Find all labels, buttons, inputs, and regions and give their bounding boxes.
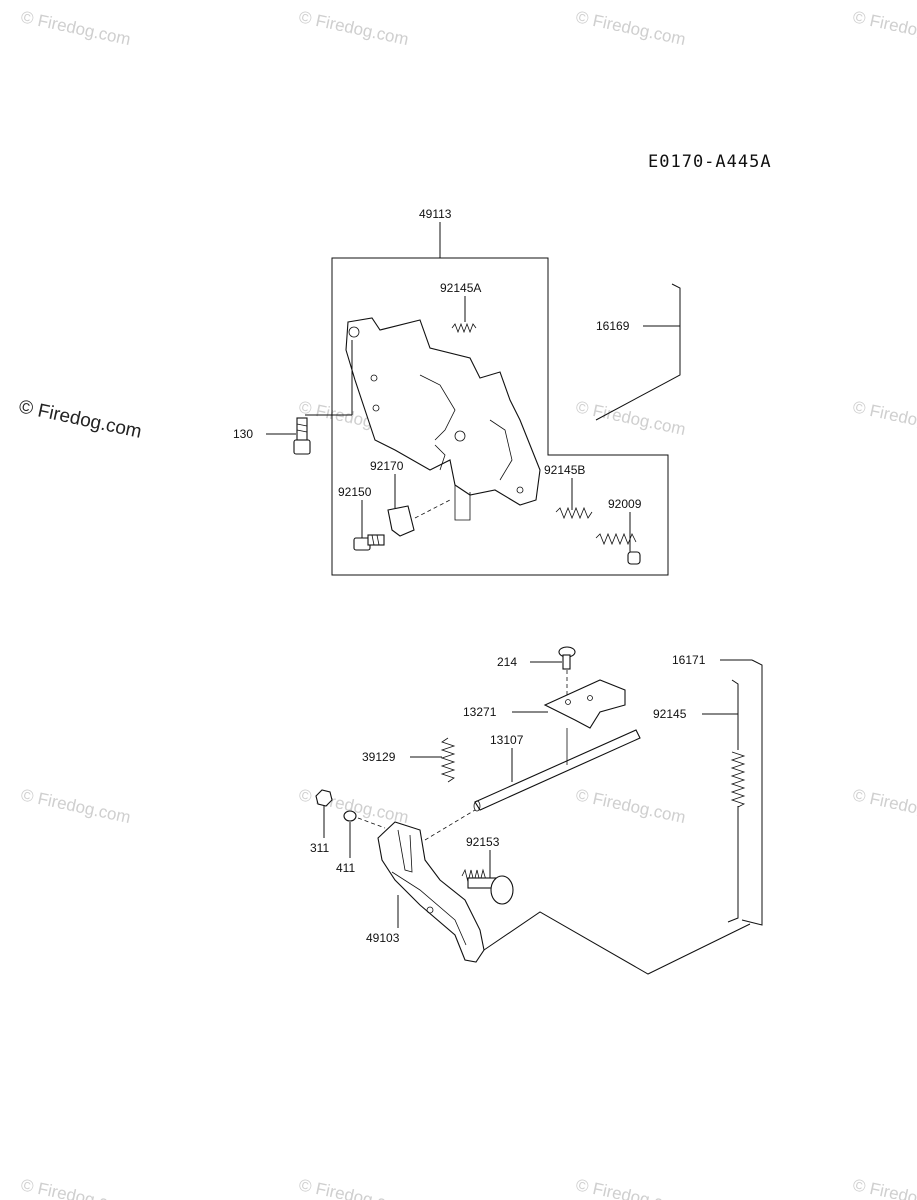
watermark: © Firedog.com [297, 7, 410, 49]
spring-92145 [730, 751, 746, 808]
rod-16169 [595, 283, 681, 421]
shaft-end [473, 800, 481, 812]
control-bracket-part [345, 317, 541, 506]
part-label-130: 130 [233, 427, 253, 441]
diagram-code: E0170-A445A [648, 152, 772, 172]
watermark: © Firedog.com [19, 7, 132, 49]
watermark: © Firedog.com [574, 1175, 687, 1200]
watermark: © Firedog.com [851, 785, 917, 827]
watermark: © Firedog.com [851, 7, 917, 49]
bracket-tab [454, 485, 471, 521]
watermark: © Firedog.com [19, 1175, 132, 1200]
part-label-92009: 92009 [608, 497, 642, 511]
bracket-assembly [266, 222, 681, 576]
part-label-13271: 13271 [463, 705, 497, 719]
part-label-92145b: 92145B [544, 463, 585, 477]
shaft-13107 [474, 729, 641, 811]
bracket-hole [370, 374, 378, 382]
lever-assembly [315, 646, 763, 975]
clip-92170 [387, 505, 415, 537]
part-label-92170: 92170 [370, 459, 404, 473]
watermark: © Firedog.com [851, 397, 917, 439]
lever-slot [391, 871, 467, 946]
bracket-hole [372, 404, 380, 412]
watermark: © Firedog.com [297, 1175, 410, 1200]
part-label-214: 214 [497, 655, 517, 669]
lever-tab [397, 829, 413, 873]
assembly-line [424, 809, 476, 841]
part-label-39129: 39129 [362, 750, 396, 764]
bracket-hole [348, 326, 360, 338]
plate-hole [587, 695, 593, 701]
bracket-lever-outline [419, 374, 456, 441]
bracket-lever-outline [434, 444, 446, 471]
part-label-311: 311 [310, 841, 329, 855]
lever-hole [426, 906, 434, 914]
spring-92145-hook [731, 679, 739, 750]
screw-92009 [595, 532, 641, 565]
watermark-main: © Firedog.com [17, 396, 144, 443]
part-label-92153: 92153 [466, 835, 500, 849]
part-label-13107: 13107 [490, 733, 524, 747]
plate-hole [565, 699, 571, 705]
watermark: © Firedog.com [574, 785, 687, 827]
bracket-hole [454, 430, 466, 442]
assembly-line [414, 499, 451, 519]
part-label-92145a: 92145A [440, 281, 481, 295]
watermark: © Firedog.com [574, 397, 687, 439]
watermark: © Firedog.com [851, 1175, 917, 1200]
bracket-hole [516, 486, 524, 494]
assembly-line [357, 817, 386, 829]
watermark: © Firedog.com [297, 785, 410, 827]
bolt-92150 [353, 534, 385, 551]
spring-92145-hook [727, 806, 739, 923]
linkage-line [483, 911, 751, 975]
pin-92153 [461, 868, 514, 905]
bolt-130 [293, 417, 311, 455]
spring-39129 [440, 737, 456, 783]
watermark: © Firedog.com [19, 785, 132, 827]
part-label-92145: 92145 [653, 707, 687, 721]
part-label-16171: 16171 [672, 653, 706, 667]
part-label-49113: 49113 [419, 207, 452, 221]
washer-411 [343, 810, 357, 822]
part-label-411: 411 [336, 861, 355, 875]
bracket-cutout [489, 419, 513, 481]
part-label-92150: 92150 [338, 485, 372, 499]
spring-92145b [555, 506, 593, 520]
watermark: © Firedog.com [574, 7, 687, 49]
part-label-49103: 49103 [366, 931, 400, 945]
nut-311 [315, 789, 333, 807]
assembly-frame [331, 257, 669, 576]
spring-92145a [451, 322, 477, 334]
part-labels: 49113 92145A 16169 130 92170 92145B 9215… [233, 207, 706, 945]
screw-214 [558, 646, 576, 670]
part-label-16169: 16169 [596, 319, 630, 333]
watermark-group: © Firedog.com © Firedog.com © Firedog.co… [17, 7, 917, 1200]
plate-13271 [543, 679, 626, 729]
rod-16171 [741, 659, 763, 926]
